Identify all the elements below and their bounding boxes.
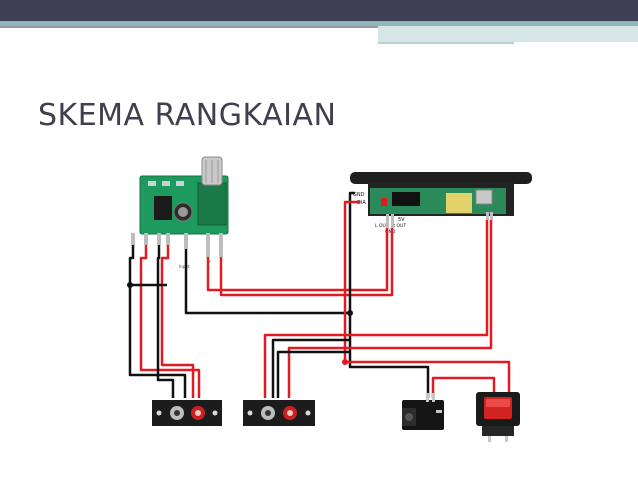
- player-led-red: [381, 198, 387, 206]
- header-teal-band: [0, 21, 638, 26]
- wire-black: [348, 191, 430, 398]
- switch-pin: [488, 436, 491, 442]
- amp-pin: [184, 233, 188, 249]
- slide-header-bar: [0, 0, 638, 44]
- amp-pin: [157, 233, 161, 245]
- switch-pin: [505, 436, 508, 442]
- player-pin: [486, 212, 489, 220]
- amp-pin: [131, 233, 135, 245]
- player-pin-label-gnd: GND: [353, 192, 365, 198]
- amp-input-label: Input: [179, 264, 190, 269]
- header-dark-band: [0, 0, 638, 21]
- player-pin-label-dia: DIA: [357, 200, 366, 206]
- player-pin: [490, 212, 493, 220]
- rca-plate: [243, 400, 315, 426]
- player-pin-label-5v: 5V: [398, 217, 405, 223]
- wire-red: [263, 220, 489, 398]
- amp-ic-chip: [154, 196, 172, 220]
- header-right-line: [378, 42, 514, 44]
- wires: [127, 191, 511, 398]
- switch-base: [482, 426, 514, 436]
- dc-jack-hole: [405, 413, 413, 421]
- player-pin: [391, 214, 394, 228]
- player-label-gnd-bottom: GND: [385, 229, 396, 235]
- wire-red: [343, 200, 360, 362]
- wire-red: [139, 245, 201, 398]
- wire-red: [206, 228, 389, 292]
- player-faceplate: [350, 172, 532, 184]
- player-chip: [392, 192, 420, 206]
- rca-screw-hole: [305, 410, 311, 416]
- player-label-rout: R OUT: [392, 223, 406, 229]
- wire-red: [287, 220, 493, 398]
- rca-jack-left: [152, 400, 222, 426]
- switch-rocker-highlight: [486, 399, 510, 407]
- amp-pin: [219, 233, 223, 257]
- amp-small-part: [162, 181, 170, 186]
- header-thin-line: [0, 26, 638, 28]
- dc-jack-pin: [426, 393, 429, 402]
- wiring-diagram: Input + - GND DIA 5V L OUT R OUT GND: [127, 156, 532, 442]
- rca-plate: [152, 400, 222, 426]
- player-usb-port: [475, 189, 493, 205]
- amp-pin: [144, 233, 148, 245]
- wire-red: [431, 376, 496, 398]
- rca-screw-hole: [247, 410, 253, 416]
- rca-socket-white-center: [174, 410, 180, 416]
- amplifier-module: Input + -: [131, 156, 229, 269]
- wire-red: [345, 360, 511, 392]
- player-pin: [386, 214, 389, 228]
- amp-volume-pot-body: [197, 182, 227, 226]
- rca-screw-hole: [212, 410, 218, 416]
- amp-small-part: [148, 181, 156, 186]
- player-label-lout: L OUT: [375, 223, 389, 229]
- rca-socket-red-center: [287, 410, 293, 416]
- amp-capacitor-top: [178, 207, 188, 217]
- amp-small-part: [176, 181, 184, 186]
- power-switch: [476, 392, 520, 442]
- wire-junction: [127, 282, 133, 288]
- rca-socket-white-center: [265, 410, 271, 416]
- header-right-block: [378, 26, 638, 42]
- dc-jack-pin: [432, 393, 435, 402]
- amp-pin: [166, 233, 170, 245]
- mp3-player-module: GND DIA 5V L OUT R OUT GND: [350, 172, 532, 235]
- wire-black: [271, 338, 350, 398]
- wire-black: [128, 245, 187, 398]
- wire-red: [219, 228, 394, 297]
- rca-jack-right: [243, 400, 315, 426]
- wire-black: [156, 245, 175, 398]
- wire-black: [184, 249, 350, 315]
- rca-screw-hole: [156, 410, 162, 416]
- wire-red: [160, 245, 195, 398]
- dc-power-jack: [402, 393, 444, 430]
- amp-pin: [206, 233, 210, 257]
- dc-jack-pin: [436, 410, 442, 413]
- wire-black: [276, 350, 350, 398]
- slide-title: SKEMA RANGKAIAN: [38, 98, 337, 133]
- player-bt-module: [446, 193, 472, 213]
- rca-socket-red-center: [195, 410, 201, 416]
